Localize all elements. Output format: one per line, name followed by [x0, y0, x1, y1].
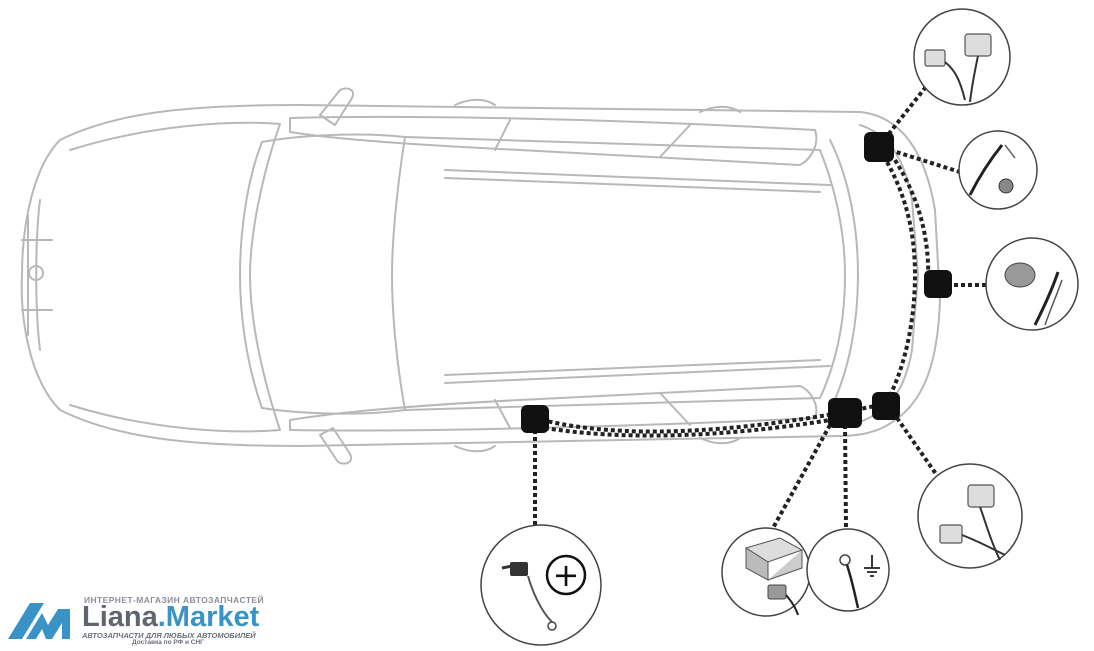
node-module — [828, 398, 862, 428]
lamp-connector-icon — [939, 484, 1006, 561]
car-outline — [20, 87, 941, 465]
ground-terminal-icon — [839, 554, 880, 609]
callout-control-module — [721, 527, 811, 617]
callout-ground-terminal — [806, 528, 890, 612]
connection-nodes — [521, 132, 952, 433]
logo-name-part2: .Market — [157, 601, 260, 633]
node-rear-top — [864, 132, 894, 162]
positive-terminal-icon: + — [501, 554, 587, 631]
plus-symbol: + — [553, 556, 580, 594]
logo-tagline: ИНТЕРНЕТ-МАГАЗИН АВТОЗАПЧАСТЕЙ — [84, 595, 264, 605]
node-rear-bottom — [872, 392, 900, 420]
callout-cable-grommet — [958, 130, 1038, 210]
callout-rubber-plug — [985, 237, 1079, 331]
liana-market-logo[interactable]: ИНТЕРНЕТ-МАГАЗИН АВТОЗАПЧАСТЕЙ Liana.Mar… — [8, 593, 278, 646]
node-battery — [521, 405, 549, 433]
callout-positive-terminal: + — [480, 524, 602, 646]
rubber-plug-icon — [1004, 262, 1063, 326]
node-rear-center — [924, 270, 952, 298]
control-module-icon — [744, 537, 804, 616]
connector-plug-icon — [924, 33, 992, 103]
logo-wordmark: Liana.Market — [82, 602, 259, 632]
callout-lamp-connector — [917, 463, 1023, 569]
liana-logo-icon — [8, 603, 70, 639]
wiring-harness — [534, 148, 931, 438]
cable-grommet-icon — [968, 144, 1016, 196]
logo-delivery: Доставка по РФ и СНГ — [132, 639, 204, 646]
logo-subtitle: АВТОЗАПЧАСТИ ДЛЯ ЛЮБЫХ АВТОМОБИЛЕЙ — [82, 631, 256, 640]
logo-name-part1: Liana — [82, 601, 158, 633]
callout-connector-plug — [913, 8, 1011, 106]
